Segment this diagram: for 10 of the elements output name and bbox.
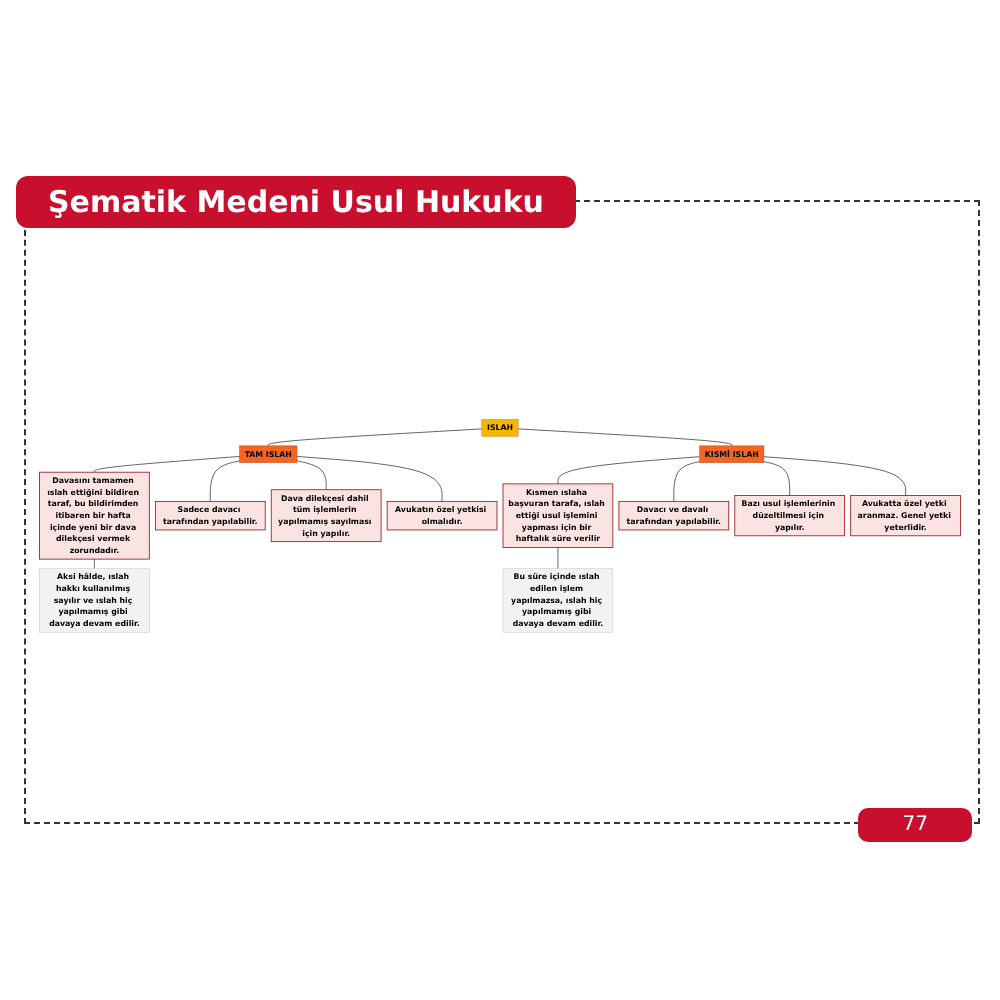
- connector: [296, 455, 443, 501]
- connector: [763, 455, 906, 496]
- connector: [557, 455, 700, 484]
- connector: [673, 460, 700, 501]
- connector: [517, 427, 733, 446]
- connector: [94, 455, 240, 472]
- connector: [267, 427, 483, 446]
- page-number: 77: [858, 808, 972, 842]
- connector: [209, 459, 240, 501]
- title-banner: Şematik Medeni Usul Hukuku: [16, 176, 576, 228]
